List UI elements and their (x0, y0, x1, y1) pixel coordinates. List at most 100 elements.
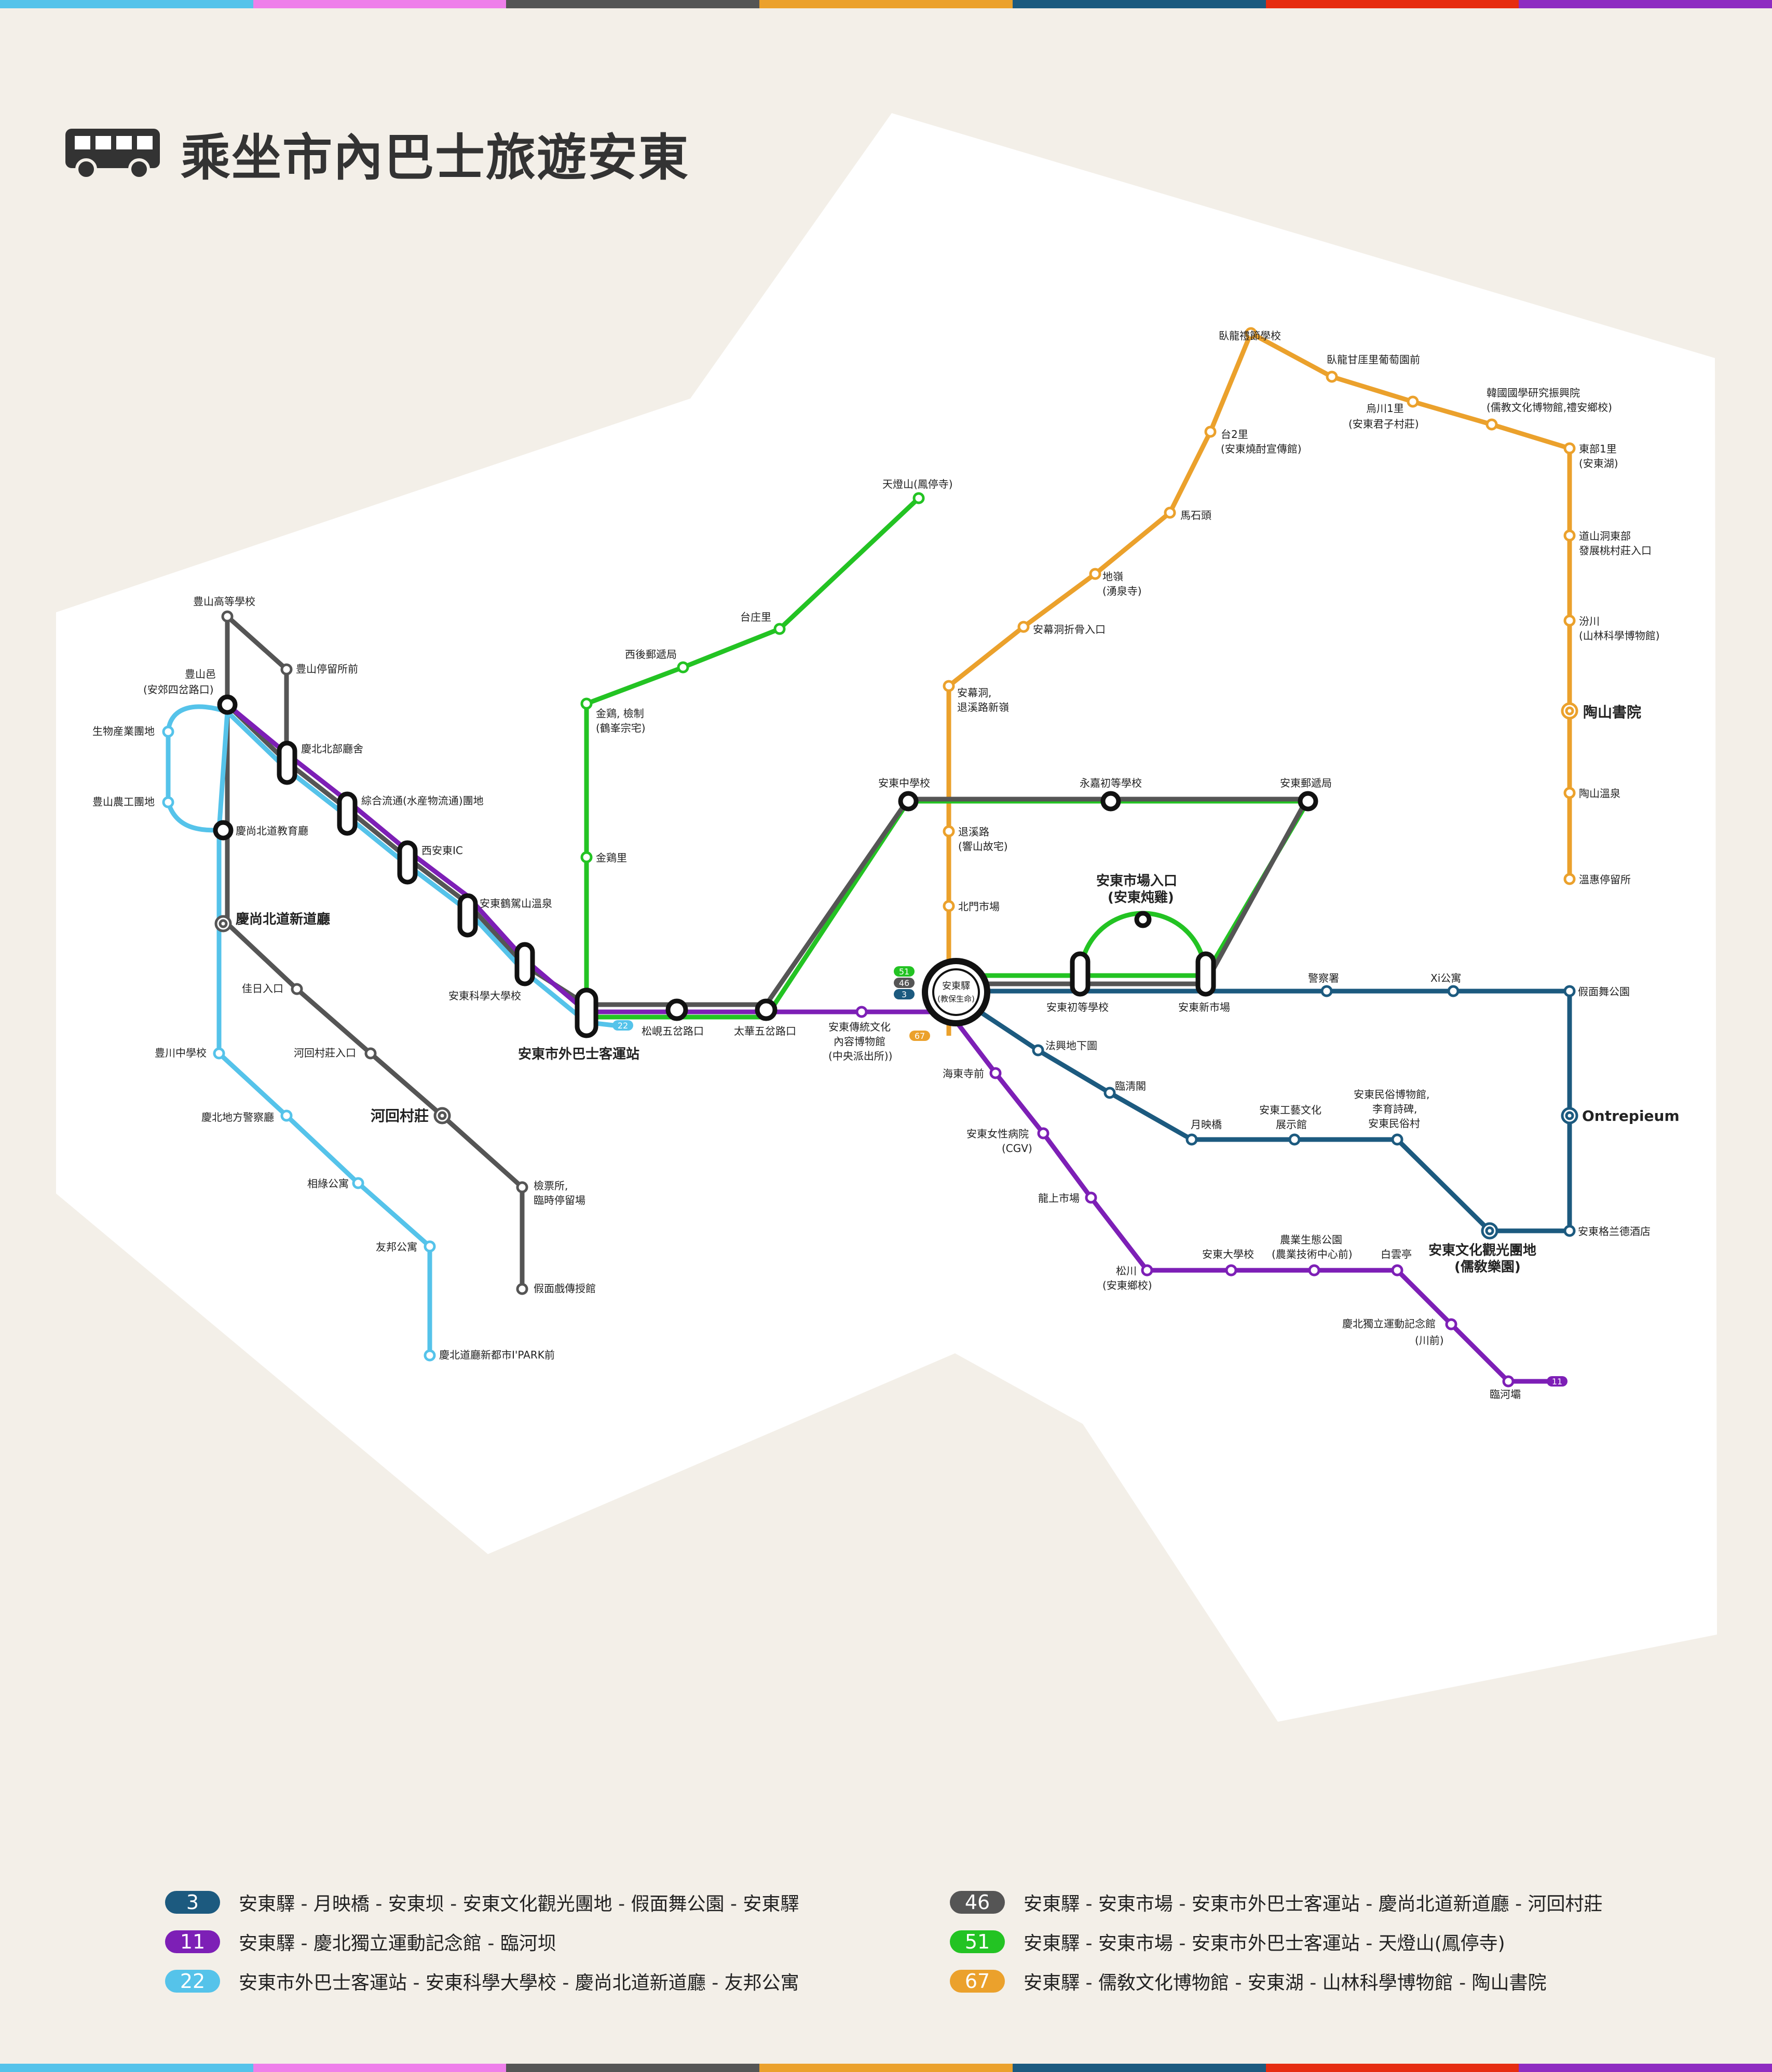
color-bar-segment (1519, 2064, 1772, 2072)
label-maseok: 馬石頭 (1180, 509, 1211, 522)
label-gyeongbuk-north: 慶北北部廳舍 (301, 743, 363, 755)
label-west-ic: 西安東IC (421, 844, 463, 857)
label-poongcheon-mid: 豊川中學校 (155, 1047, 207, 1059)
route-badge-3: 3 (165, 1891, 220, 1914)
label-andong-elem: 安東初等學校 (1046, 1001, 1109, 1013)
color-bar-segment (253, 2064, 507, 2072)
svg-text:11: 11 (1552, 1377, 1562, 1387)
label-songhyeon: 松峴五岔路口 (642, 1025, 704, 1037)
label-culture-park-sub: (儒敎樂園) (1454, 1259, 1521, 1275)
label-korea-studies-sub: (儒教文化博物館,禮安鄉校) (1487, 401, 1612, 414)
color-bar-segment (759, 0, 1013, 8)
label-cheondeung: 天燈山(鳳停寺) (882, 478, 953, 490)
label-ipark: 慶北道廳新都市I'PARK前 (439, 1349, 555, 1361)
label-bio: 生物産業團地 (92, 725, 155, 737)
label-imha: 臨河壩 (1490, 1388, 1521, 1401)
label-ongye: 溫惠停留所 (1579, 873, 1631, 886)
label-women-hosp-sub: (CGV) (1002, 1142, 1032, 1155)
color-bar-segment (1265, 2064, 1519, 2072)
label-wolryeong-winery: 臥龍甘厓里葡萄園前 (1327, 353, 1420, 366)
label-korea-studies: 韓國國學研究振興院 (1487, 387, 1580, 399)
route-badge-67: 67 (950, 1970, 1005, 1993)
color-bar-segment (0, 2064, 253, 2072)
hub-route-tags: 51 46 3 67 22 11 (612, 966, 1567, 1387)
label-woryeong: 月映橋 (1191, 1118, 1222, 1131)
label-tae2-sub: (安東燒酎宣傳館) (1221, 443, 1302, 455)
label-andong-post: 安東郵遞局 (1280, 777, 1332, 789)
route-11-line (226, 703, 1558, 1384)
route-description-46: 安東驛 - 安東市場 - 安東市外巴士客運站 - 慶尚北道新道廳 - 河回村莊 (1024, 1893, 1603, 1915)
route-46-line (225, 702, 1310, 1289)
label-culture-park: 安東文化觀光團地 (1428, 1242, 1536, 1258)
route-description-3: 安東驛 - 月映橋 - 安東坝 - 安東文化觀光團地 - 假面舞公園 - 安東驛 (239, 1893, 799, 1915)
route-46-branch (225, 614, 289, 762)
label-poongsan-eup-sub: (安郊四岔路口) (143, 683, 214, 696)
route-legend-left: 3 安東驛 - 月映橋 - 安東坝 - 安東文化觀光團地 - 假面舞公園 - 安東… (165, 1883, 799, 2001)
label-poongsan-high: 豊山高等學校 (193, 595, 255, 608)
label-xi: Xi公寓 (1430, 972, 1461, 984)
label-tae2: 台2里 (1221, 428, 1248, 441)
route-badge-46: 46 (950, 1891, 1005, 1914)
color-bar-segment (506, 2064, 760, 2072)
label-toegye-sub: (響山故宅) (958, 840, 1008, 853)
label-craft-sub: 展示館 (1276, 1118, 1307, 1131)
label-gyeongbuk-office: 慶尚北道新道廳 (236, 911, 330, 927)
svg-text:67: 67 (915, 1031, 925, 1041)
label-bunam: 汾川 (1579, 615, 1600, 627)
label-hahoe-entry: 河回村莊入口 (294, 1047, 356, 1059)
label-ticket-sub: 臨時停留場 (534, 1194, 585, 1206)
label-geumgye-sub: (鶴峯宗宅) (596, 722, 646, 734)
color-bar-segment (1012, 2064, 1266, 2072)
label-imcheong: 臨淸閣 (1115, 1080, 1146, 1092)
label-dongbu1-sub: (安東湖) (1579, 457, 1618, 470)
label-market-entry: 安東市場入口 (1096, 873, 1177, 889)
small-stops (162, 327, 1576, 1388)
label-police: 警察署 (1308, 972, 1339, 984)
label-independence-sub: (川前) (1415, 1334, 1444, 1347)
label-jiryeong: 地嶺 (1102, 570, 1123, 583)
label-science-uni: 安東科學大學校 (448, 990, 521, 1002)
label-poongsan-stop: 豊山停留所前 (296, 663, 358, 675)
label-geumgye: 金鶏, 檢制 (596, 707, 644, 720)
label-folk-museum: 安東傳統文化 (828, 1021, 891, 1033)
label-folk-museum-sub: 內容博物館 (834, 1035, 885, 1048)
label-taehwa: 太華五岔路口 (734, 1025, 796, 1037)
label-baekun: 白雲亭 (1381, 1248, 1412, 1260)
label-ocheon1-sub: (安東君子村莊) (1348, 418, 1419, 430)
label-beopheung: 法興地下圖 (1045, 1039, 1097, 1052)
color-bar-segment (1012, 0, 1266, 8)
hub-andong-station: 安東驛 (教保生命) (922, 958, 990, 1026)
legend-row-46: 46 安東驛 - 安東市場 - 安東市外巴士客運站 - 慶尚北道新道廳 - 河回村… (950, 1883, 1603, 1922)
label-poongsan-ind: 豊山農工團地 (92, 795, 155, 808)
label-dosan-hot: 陶山溫泉 (1579, 787, 1620, 800)
major-stops (213, 694, 1318, 1038)
route-description-11: 安東驛 - 慶北獨立運動記念館 - 臨河坝 (239, 1933, 556, 1954)
label-seohu-post: 西後郵遞局 (625, 648, 677, 661)
label-anmak-turn: 安幕洞折骨入口 (1033, 623, 1106, 636)
label-songcheon-sub: (安東鄉校) (1102, 1279, 1152, 1292)
legend-row-3: 3 安東驛 - 月映橋 - 安東坝 - 安東文化觀光團地 - 假面舞公園 - 安東… (165, 1883, 799, 1922)
label-andong-new-market: 安東新市場 (1178, 1001, 1230, 1013)
label-police-north: 慶北地方警察廳 (201, 1111, 274, 1123)
route-description-67: 安東驛 - 儒敎文化博物館 - 安東湖 - 山林科學博物館 - 陶山書院 (1024, 1972, 1547, 1994)
label-dosan-east-sub: 發展桃村莊入口 (1579, 544, 1652, 557)
route-description-51: 安東驛 - 安東市場 - 安東市外巴士客運站 - 天燈山(鳳停寺) (1024, 1933, 1505, 1954)
top-color-bar (0, 0, 1772, 8)
label-gaui: 佳日入口 (242, 982, 283, 995)
route-67-line (946, 331, 1572, 1036)
color-bar-segment (1265, 0, 1519, 8)
station-labels: 臥龍禮節學校 臥龍甘厓里葡萄園前 烏川1里 (安東君子村莊) 韓國國學研究振興院… (92, 330, 1680, 1401)
label-dosan-east: 道山洞東部 (1579, 530, 1631, 542)
label-agri-park: 農業生態公園 (1280, 1233, 1342, 1246)
label-terminal: 安東市外巴士客運站 (518, 1046, 639, 1062)
label-jiryeong-sub: (湧泉寺) (1102, 585, 1142, 597)
legend-row-51: 51 安東驛 - 安東市場 - 安東市外巴士客運站 - 天燈山(鳳停寺) (950, 1922, 1603, 1961)
label-anmak: 安幕洞, (957, 687, 991, 699)
label-folklore: 安東民俗博物館, (1354, 1088, 1429, 1101)
color-bar-segment (0, 0, 253, 8)
label-uban: 友邦公寓 (376, 1241, 417, 1253)
label-taejang: 台庄里 (740, 611, 771, 623)
label-andong-mid: 安東中學校 (878, 777, 930, 789)
